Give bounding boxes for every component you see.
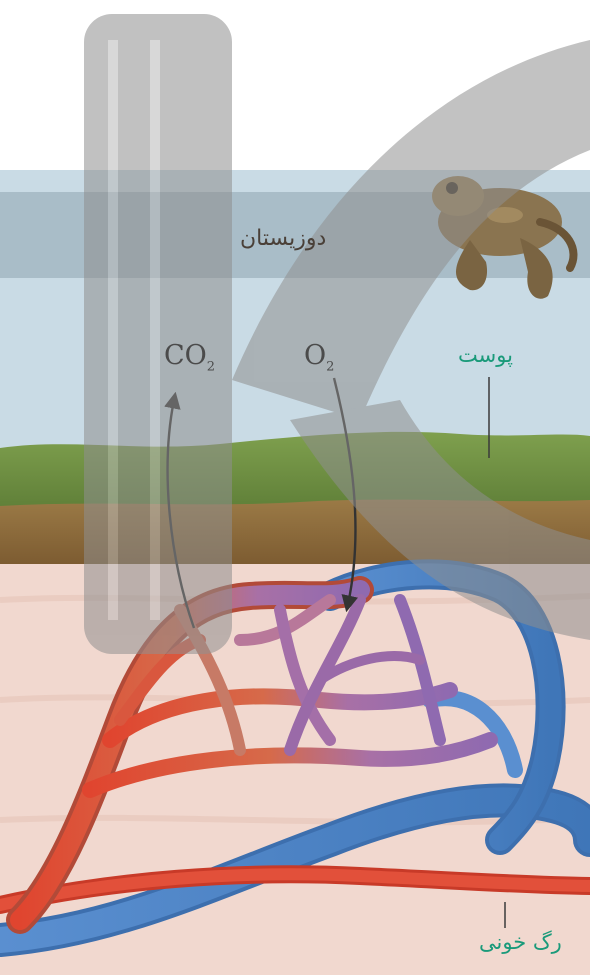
diagram-title: دوزیستان (240, 226, 326, 251)
o2-label: O2 (304, 340, 334, 374)
co2-label: CO2 (164, 340, 215, 374)
blood-vessel-label: رگ خونی (479, 930, 562, 954)
skin-label: پوست (458, 343, 513, 367)
